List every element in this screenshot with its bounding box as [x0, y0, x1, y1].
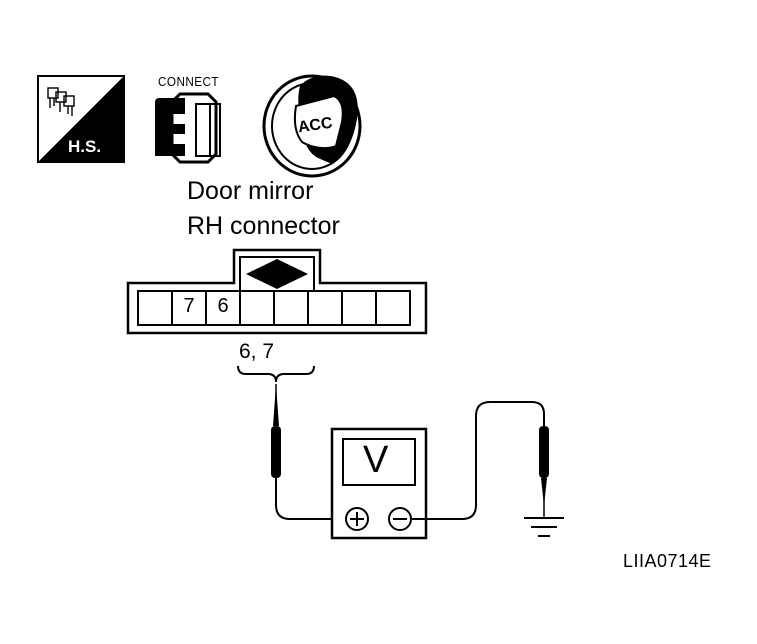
pin-7-label: 7 — [183, 295, 195, 317]
voltmeter — [330, 427, 428, 540]
connector-key-diamond — [246, 259, 308, 289]
probe-pins-label: 6, 7 — [239, 340, 275, 363]
harness-sheet-icon — [37, 75, 125, 163]
figure-code: LIIA0714E — [623, 551, 712, 571]
connector-title-line2: RH connector — [187, 212, 340, 240]
meter-display-label: V — [363, 439, 389, 481]
ignition-acc-icon — [262, 74, 362, 178]
connect-connector-icon — [155, 92, 221, 164]
positive-probe — [271, 384, 345, 520]
connector-title-line1: Door mirror — [187, 177, 314, 205]
ground-symbol — [524, 517, 564, 537]
pin-6-label: 6 — [217, 295, 229, 317]
door-mirror-rh-connector — [126, 248, 428, 335]
hs-label: H.S. — [68, 137, 102, 156]
negative-probe — [411, 401, 549, 520]
connect-label: CONNECT — [158, 74, 220, 89]
pin-brace — [237, 365, 315, 383]
